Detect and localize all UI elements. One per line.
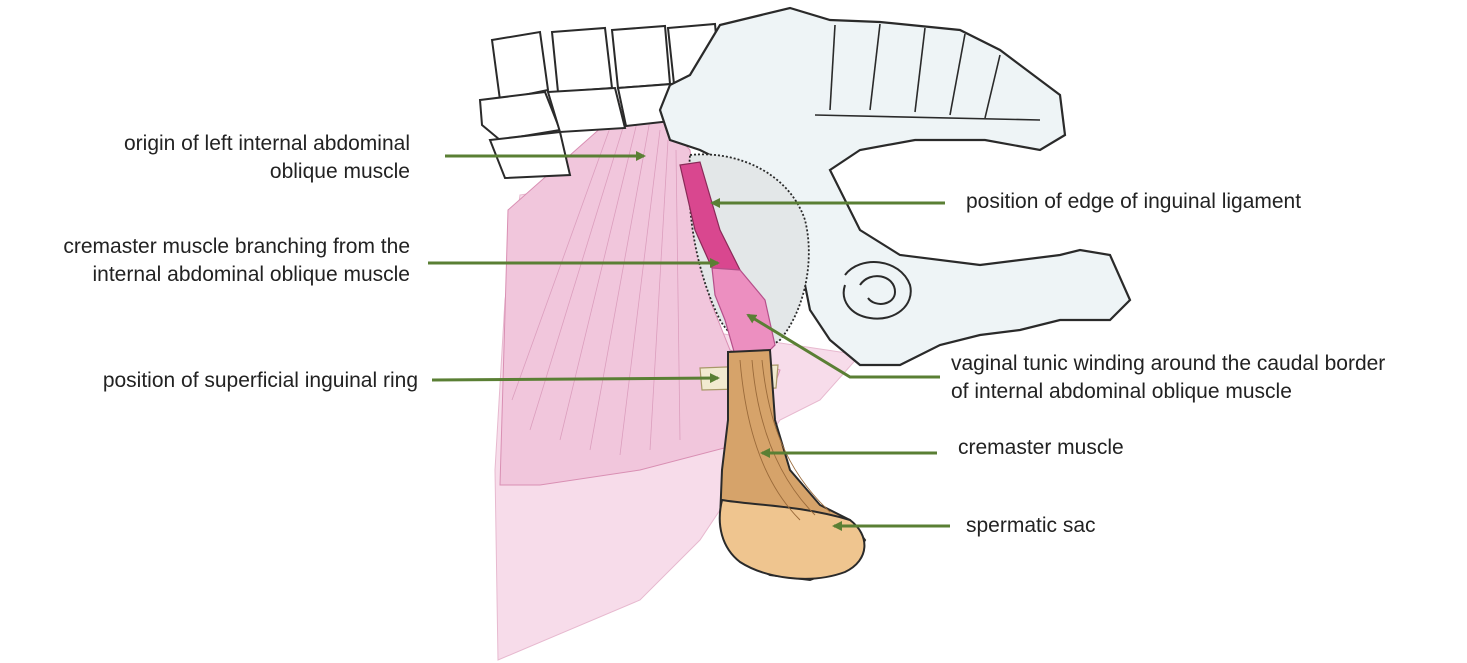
label-vaginal-tunic-line1: vaginal tunic winding around the caudal … [951, 352, 1386, 375]
muscle-fibres [511, 99, 681, 456]
label-cremaster-branch-line2: internal abdominal oblique muscle [92, 263, 410, 286]
label-cremaster-branch-line1: cremaster muscle branching from the [63, 235, 410, 258]
annotation-arrows [428, 151, 950, 531]
label-origin-line1: origin of left internal abdominal [123, 132, 410, 155]
label-superficial-ring-line1: position of superficial inguinal ring [102, 369, 418, 392]
acetabulum [842, 261, 912, 320]
label-spermatic-sac: spermatic sac [966, 512, 1096, 540]
sacrum-segments [814, 23, 1041, 121]
label-origin-line2: oblique muscle [269, 160, 410, 183]
label-origin: origin of left internal abdominal obliqu… [124, 130, 410, 186]
label-spermatic-sac-line1: spermatic sac [966, 514, 1096, 537]
label-vaginal-tunic: vaginal tunic winding around the caudal … [951, 350, 1385, 406]
cremaster-fibres [739, 359, 831, 521]
arrow-vaginal-tunic [746, 313, 940, 379]
label-cremaster-muscle-line1: cremaster muscle [958, 436, 1124, 459]
arrow-superficial-ring [431, 373, 720, 384]
label-inguinal-ligament-line1: position of edge of inguinal ligament [966, 190, 1302, 213]
label-inguinal-ligament: position of edge of inguinal ligament [966, 188, 1301, 216]
label-vaginal-tunic-line2: of internal abdominal oblique muscle [951, 380, 1292, 403]
label-cremaster-muscle: cremaster muscle [958, 434, 1124, 462]
spermatic-sac-shape [718, 498, 866, 580]
label-superficial-ring: position of superficial inguinal ring [103, 367, 418, 395]
label-cremaster-branch: cremaster muscle branching from the inte… [63, 233, 410, 289]
